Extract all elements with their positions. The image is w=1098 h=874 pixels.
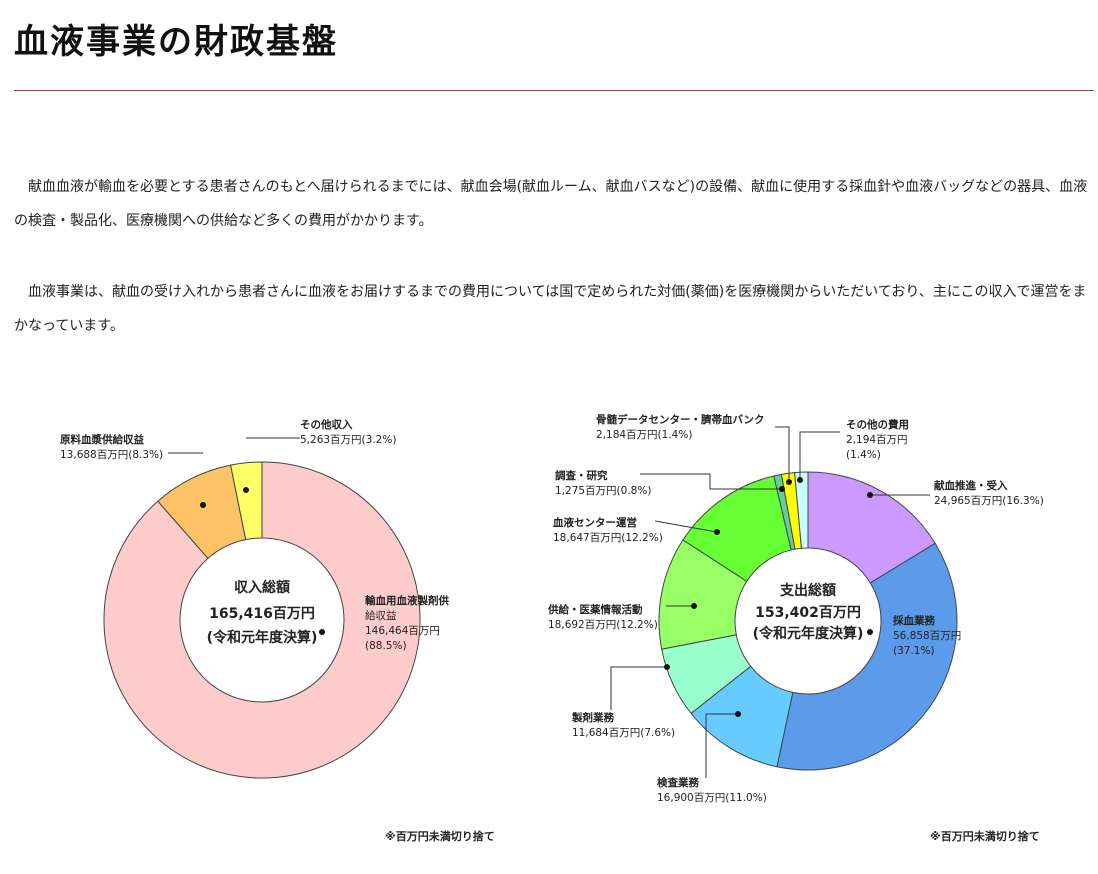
expense-leader-line-6 [640,473,782,490]
income-leader-dot-0 [319,629,325,635]
expense-leader-dot-8 [797,477,803,483]
income-slice-0 [103,461,421,779]
income-slice-2 [230,461,263,541]
income-center-label-2: (令和元年度決算) [207,629,318,646]
expense-slice-8 [794,471,809,549]
expense-leader-line-8 [799,431,840,480]
expense-chart-note: ※百万円未満切り捨て [930,830,1040,843]
expense-center-label-1: 153,402百万円 [755,605,861,621]
expense-leader-dot-7 [786,479,792,485]
expense-leader-dot-4 [691,603,697,609]
income-leader-dot-2 [243,487,249,493]
expense-leader-dot-2 [735,711,741,717]
expense-leader-dot-5 [714,529,720,535]
expense-leader-line-3 [610,666,667,710]
expense-leader-dot-3 [664,664,670,670]
title-divider [14,90,1094,91]
income-center-label-0: 収入総額 [234,579,290,596]
page-title: 血液事業の財政基盤 [14,22,338,62]
expense-leader-dot-1 [867,629,873,635]
expense-leader-dot-6 [779,486,785,492]
intro-paragraph-1: 献血血液が輸血を必要とする患者さんのもとへ届けられるまでには、献血会場(献血ルー… [14,179,1088,229]
expense-leader-line-7 [775,426,790,482]
income-center-label-1: 165,416百万円 [209,606,315,622]
income-leader-dot-1 [200,502,206,508]
intro-paragraph-2: 血液事業は、献血の受け入れから患者さんに血液をお届けするまでの費用については国で… [14,284,1087,334]
income-chart-note: ※百万円未満切り捨て [385,830,495,843]
expense-center-label-2: (令和元年度決算) [753,625,864,642]
expense-slice-1 [776,542,958,771]
expense-center-label-0: 支出総額 [779,582,836,599]
expense-leader-line-5 [654,520,718,533]
expense-leader-dot-0 [867,492,873,498]
expense-leader-line-2 [705,713,738,778]
